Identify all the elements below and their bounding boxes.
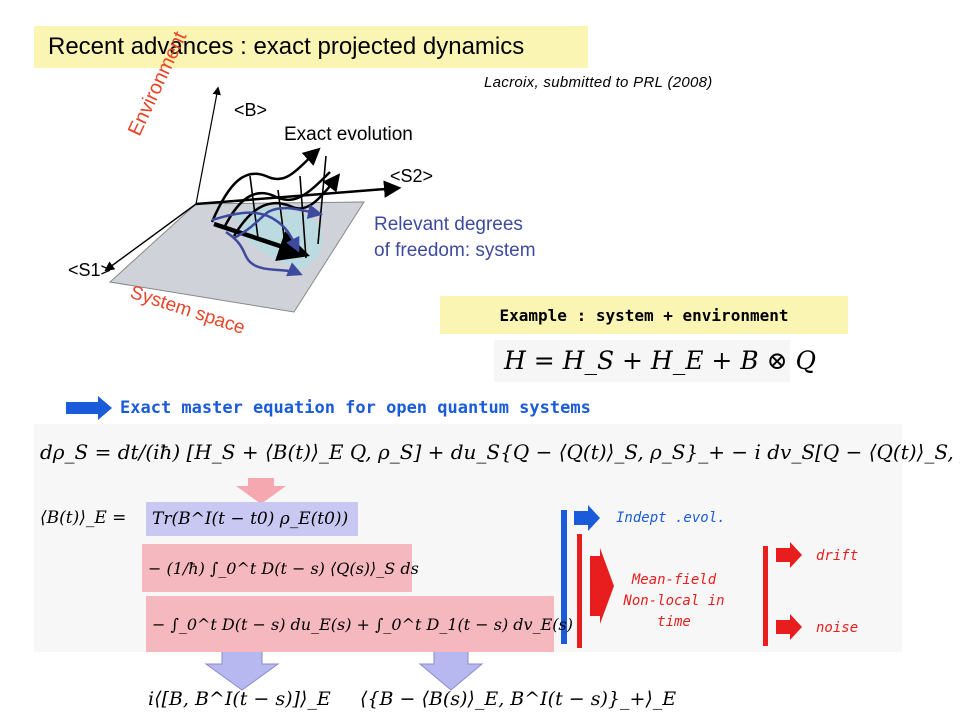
kernel-right: ⟨{B − ⟨B(s)⟩_E, B^I(t − s)}_+⟩_E [360,688,677,710]
s2-axis-label: <S2> [390,166,434,186]
trace-term: Tr(B^I(t − t0) ρ_E(t0)) [146,502,358,536]
system-trajectories [211,204,323,277]
drift-arrow-icon [776,542,802,568]
b-expectation-lhs: ⟨B(t)⟩_E = [40,508,127,528]
meanfield-line-2: Non-local in [623,593,725,609]
citation: Lacroix, submitted to PRL (2008) [484,74,713,91]
master-equation-label: Exact master equation for open quantum s… [120,398,591,418]
exact-evolution-label: Exact evolution [284,124,413,145]
down-arrow-left [204,647,280,691]
meanfield-arrow-icon [590,548,614,624]
kernel-left: i⟨[B, B^I(t − s)]⟩_E [148,688,331,710]
indept-evol-note: Indept .evol. [616,510,726,526]
down-arrow-right [418,647,484,691]
master-equation: dρ_S = dt/(iħ) [H_S + ⟨B(t)⟩_E Q, ρ_S] +… [40,440,960,464]
environment-axis [195,86,221,205]
noise-term: − ∫_0^t D(t − s) du_E(s) + ∫_0^t D_1(t −… [146,596,573,652]
example-label: Example : system + environment [499,305,789,325]
down-arrow-pink [236,478,286,504]
b-axis-label: <B> [234,100,268,120]
meanfield-term: − (1/ħ) ∫_0^t D(t − s) ⟨Q(s)⟩_S ds [142,544,419,592]
meanfield-note: Mean-field Non-local in time [612,570,736,633]
s1-axis [104,203,197,272]
indept-arrow-icon [574,505,600,531]
indept-bar [561,510,567,644]
s2-axis [195,180,402,206]
meanfield-line-3: time [657,614,691,630]
s1-axis-label: <S1> [68,260,112,280]
hamiltonian-equation: H = H_S + H_E + B ⊗ Q [504,346,817,375]
hamiltonian-box: H = H_S + H_E + B ⊗ Q [494,340,816,382]
noise-note: noise [816,620,859,636]
relevant-line-2: of freedom: system [374,240,536,261]
relevant-line-1: Relevant degrees [374,214,523,235]
example-box: Example : system + environment [440,296,848,334]
meanfield-line-1: Mean-field [631,572,717,588]
noise-arrow-icon [776,614,802,640]
drift-noise-bar [763,546,768,646]
drift-note: drift [816,548,859,564]
master-arrow-icon [66,396,112,420]
title-box: Recent advances : exact projected dynami… [34,26,588,68]
meanfield-bar [577,534,582,648]
relevant-dof-label: Relevant degrees of freedom: system [374,212,536,264]
slide-title: Recent advances : exact projected dynami… [48,33,525,60]
